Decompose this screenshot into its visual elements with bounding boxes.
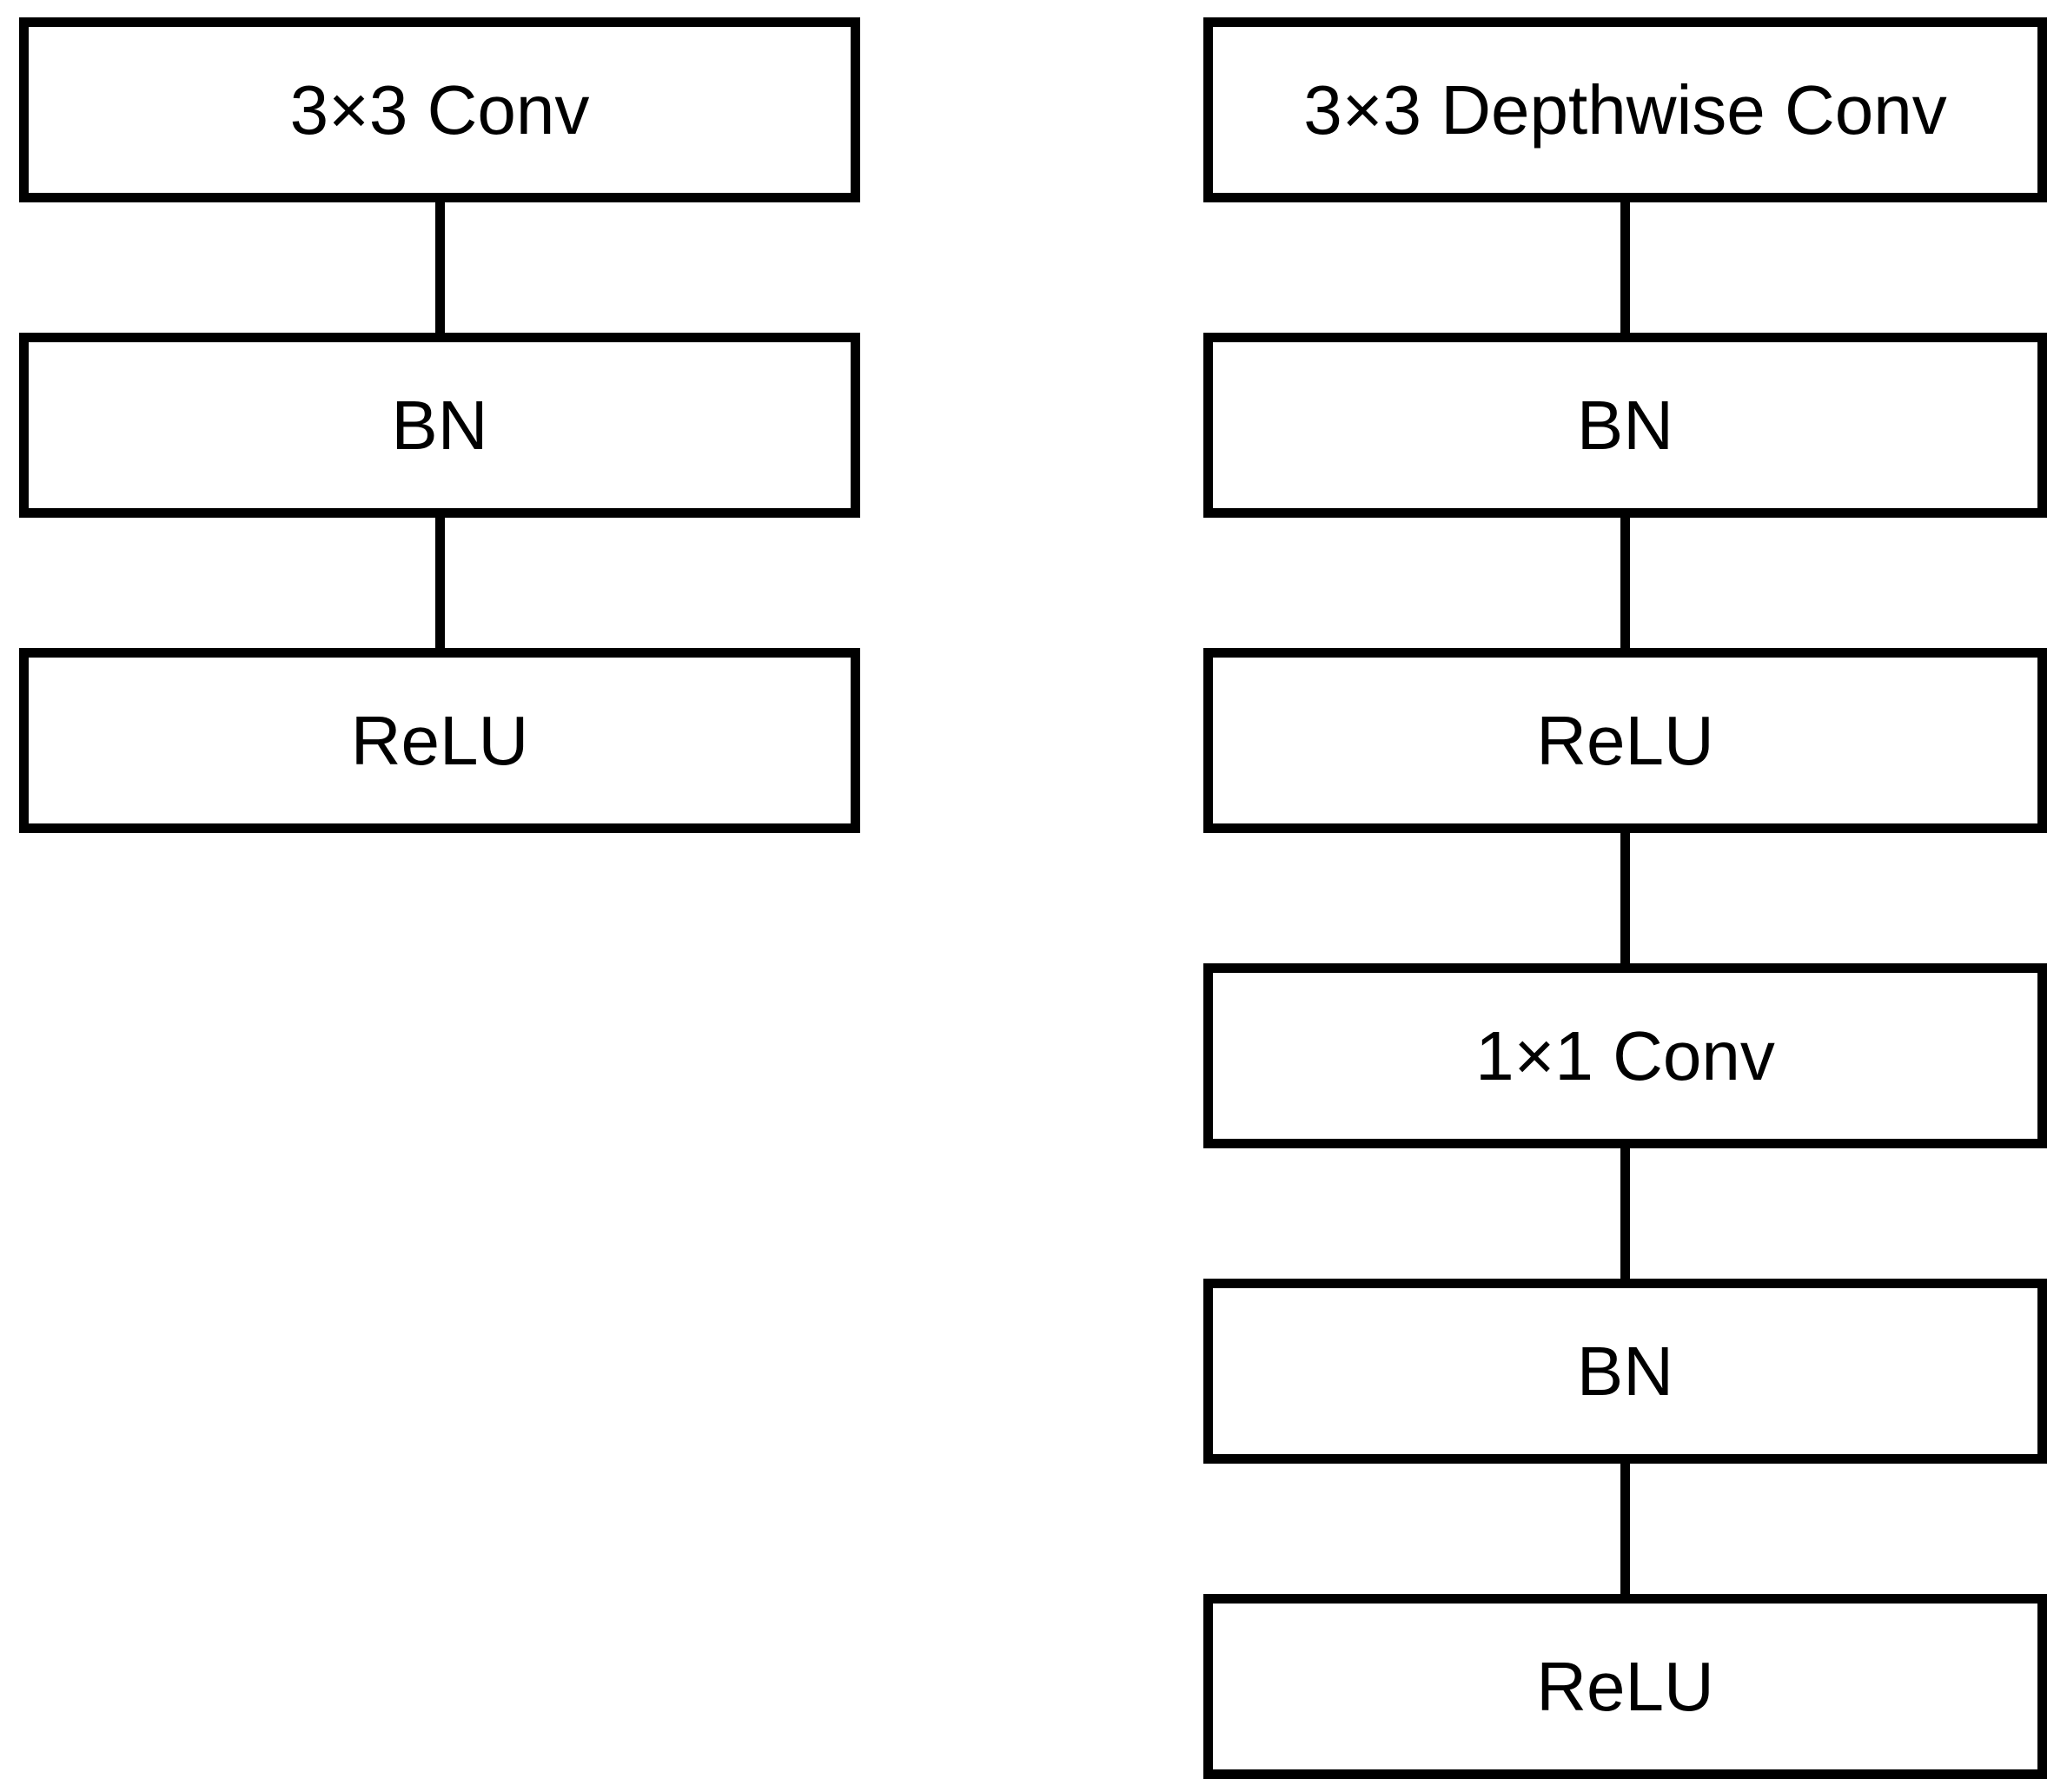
box-3-3-depthwise-conv: 3×3 Depthwise Conv	[1203, 17, 2047, 202]
connector-line	[1620, 518, 1630, 648]
box-label: ReLU	[1536, 701, 1714, 779]
box-bn: BN	[1203, 333, 2047, 518]
box-label: ReLU	[1536, 1647, 1714, 1725]
connector-line	[434, 518, 445, 648]
connector-line	[1620, 202, 1630, 333]
box-label: ReLU	[350, 701, 529, 779]
connector-line	[1620, 1148, 1630, 1279]
box-label: BN	[391, 386, 488, 464]
box-relu: ReLU	[1203, 1594, 2047, 1779]
box-label: 3×3 Conv	[289, 70, 590, 149]
box-1-1-conv: 1×1 Conv	[1203, 963, 2047, 1148]
box-3-3-conv: 3×3 Conv	[19, 17, 860, 202]
box-label: BN	[1576, 386, 1674, 464]
box-label: 3×3 Depthwise Conv	[1303, 70, 1947, 149]
box-bn: BN	[1203, 1279, 2047, 1464]
box-bn: BN	[19, 333, 860, 518]
connector-line	[1620, 833, 1630, 963]
box-label: 1×1 Conv	[1475, 1016, 1775, 1094]
box-relu: ReLU	[1203, 648, 2047, 833]
connector-line	[1620, 1464, 1630, 1594]
box-relu: ReLU	[19, 648, 860, 833]
connector-line	[434, 202, 445, 333]
box-label: BN	[1576, 1332, 1674, 1410]
